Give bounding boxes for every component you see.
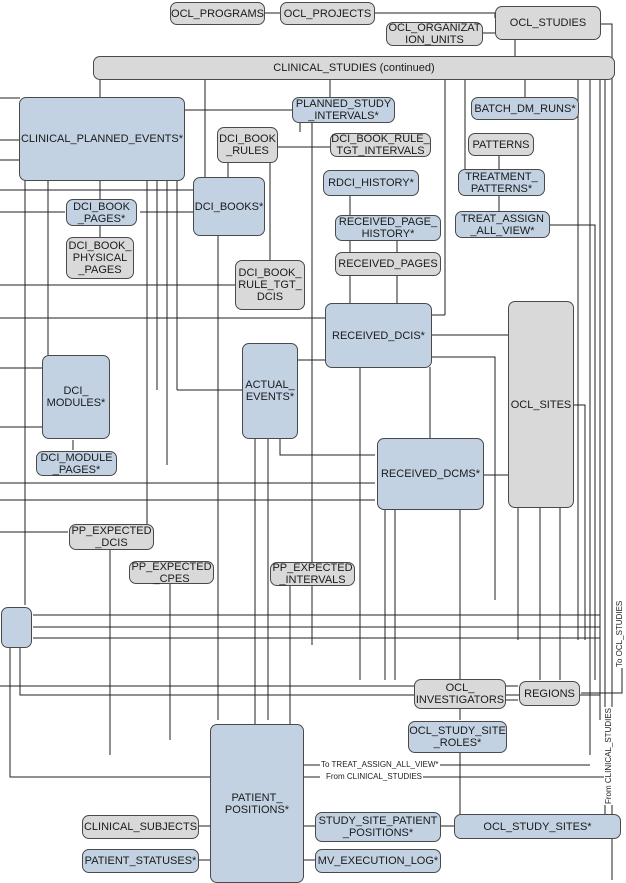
entity-dci-book-rule-tgt-dcis[interactable]: DCI_BOOK_ RULE_TGT_ DCIS [235,260,305,310]
entity-dci-modules[interactable]: DCI_ MODULES* [42,355,110,439]
entity-unlabeled[interactable] [1,607,32,648]
entity-actual-events[interactable]: ACTUAL_ EVENTS* [242,343,298,439]
entity-dci-book-physical-pages[interactable]: DCI_BOOK_ PHYSICAL _PAGES [66,237,134,279]
note-to-treat-assign: To TREAT_ASSIGN_ALL_VIEW* [320,760,440,769]
entity-patient-positions[interactable]: PATIENT_ POSITIONS* [210,724,304,883]
entity-patterns[interactable]: PATTERNS [468,133,534,156]
entity-ocl-sites[interactable]: OCL_SITES [508,301,574,508]
entity-ocl-investigators[interactable]: OCL_ INVESTIGATORS [414,679,506,709]
entity-pp-expected-intervals[interactable]: PP_EXPECTED _INTERVALS [270,562,355,586]
entity-regions[interactable]: REGIONS [519,681,580,706]
entity-ocl-projects[interactable]: OCL_PROJECTS [280,2,375,25]
entity-dci-book-pages[interactable]: DCI_BOOK _PAGES* [66,199,137,226]
entity-dci-books[interactable]: DCI_BOOKS* [193,177,265,236]
note-from-clinical-studies-vertical: From CLINICAL_STUDIES [604,706,613,805]
entity-clinical-studies[interactable]: CLINICAL_STUDIES (continued) [93,56,615,80]
entity-dci-book-rule-tgt-intervals[interactable]: DCI_BOOK_RULE_ TGT_INTERVALS [330,133,431,157]
note-to-ocl-studies-vertical: To OCL_STUDIES [615,599,624,668]
entity-received-dcis[interactable]: RECEIVED_DCIS* [325,303,432,368]
entity-dci-module-pages[interactable]: DCI_MODULE _PAGES* [36,451,117,476]
entity-pp-expected-dcis[interactable]: PP_EXPECTED _DCIS [69,524,154,550]
entity-treatment-patterns[interactable]: TREATMENT_ PATTERNS* [458,169,545,196]
entity-received-pages[interactable]: RECEIVED_PAGES [335,252,441,276]
entity-received-dcms[interactable]: RECEIVED_DCMS* [377,438,484,510]
entity-ocl-study-site-roles[interactable]: OCL_STUDY_SITE _ROLES* [408,721,507,753]
entity-mv-execution-log[interactable]: MV_EXECUTION_LOG* [315,849,441,873]
entity-ocl-programs[interactable]: OCL_PROGRAMS [170,2,265,25]
entity-clinical-planned-events[interactable]: CLINICAL_PLANNED_EVENTS* [19,97,185,181]
entity-dci-book-rules[interactable]: DCI_BOOK _RULES [217,127,278,163]
entity-batch-dm-runs[interactable]: BATCH_DM_RUNS* [471,97,579,120]
entity-received-page-history[interactable]: RECEIVED_PAGE_ HISTORY* [335,215,441,241]
entity-treat-assign-all-view[interactable]: TREAT_ASSIGN _ALL_VIEW* [455,211,550,238]
entity-study-site-patient-positions[interactable]: STUDY_SITE_PATIENT _POSITIONS* [315,812,441,842]
entity-clinical-subjects[interactable]: CLINICAL_SUBJECTS [82,815,199,839]
entity-rdci-history[interactable]: RDCI_HISTORY* [323,170,419,196]
entity-planned-study-intervals[interactable]: PLANNED_STUDY _INTERVALS* [292,97,395,123]
entity-pp-expected-cpes[interactable]: PP_EXPECTED _CPES [129,561,214,585]
entity-patient-statuses[interactable]: PATIENT_STATUSES* [82,849,199,873]
entity-ocl-organization-units[interactable]: OCL_ORGANIZAT ION_UNITS [386,22,483,46]
note-from-clinical-studies: From CLINICAL_STUDIES [325,772,424,781]
entity-ocl-study-sites[interactable]: OCL_STUDY_SITES* [454,814,621,839]
entity-ocl-studies[interactable]: OCL_STUDIES [495,6,601,40]
